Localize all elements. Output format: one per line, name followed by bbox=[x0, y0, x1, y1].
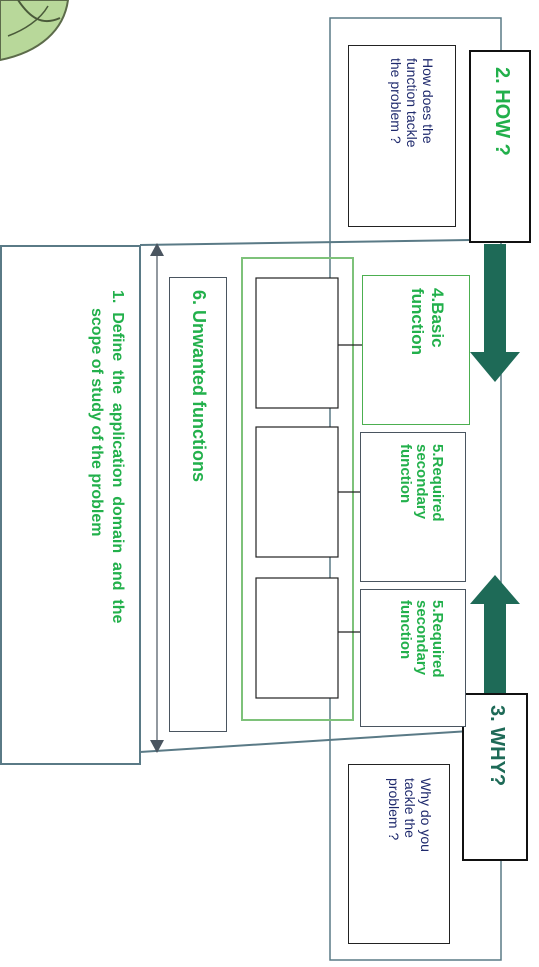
domain-line-2: scope of study of the problem bbox=[88, 308, 105, 537]
secondary-2-line-1: 5.Required bbox=[429, 600, 446, 678]
why-question-line-2: tackle the bbox=[402, 778, 418, 838]
how-question-box bbox=[348, 45, 456, 227]
why-question-line-1: Why do you bbox=[418, 778, 434, 852]
secondary-1-line-2: secondary bbox=[413, 444, 430, 520]
why-question-text: Why do you tackle the problem ? bbox=[386, 778, 434, 852]
secondary-function-text-2: 5.Required secondary function bbox=[397, 600, 446, 678]
domain-bottom-connector bbox=[139, 730, 471, 753]
how-question-line-2: function tackle bbox=[404, 58, 420, 148]
empty-box-3 bbox=[255, 577, 339, 699]
how-label-box bbox=[469, 50, 531, 243]
down-arrow-icon bbox=[470, 244, 520, 382]
basic-function-line-1: 4.Basic bbox=[428, 288, 447, 348]
domain-top-connector bbox=[139, 239, 471, 246]
empty-box-1 bbox=[255, 277, 339, 409]
secondary-1-line-1: 5.Required bbox=[429, 444, 446, 522]
up-arrow-icon bbox=[470, 575, 520, 694]
why-label: 3. WHY? bbox=[486, 705, 508, 787]
how-question-line-1: How does the bbox=[420, 58, 436, 144]
empty-box-2 bbox=[255, 426, 339, 558]
domain-box bbox=[0, 245, 141, 765]
domain-text: 1. Define the application domain and the… bbox=[86, 290, 128, 623]
green-leaf-logo-icon bbox=[0, 0, 70, 62]
secondary-function-text-1: 5.Required secondary function bbox=[397, 444, 446, 522]
basic-function-text: 4.Basic function bbox=[407, 288, 447, 355]
why-label-box bbox=[462, 693, 528, 861]
unwanted-functions-label: 6. Unwanted functions bbox=[189, 290, 209, 483]
how-question-text: How does the function tackle the problem… bbox=[388, 58, 436, 148]
how-question-line-3: the problem ? bbox=[388, 58, 404, 144]
how-label: 2. HOW ? bbox=[491, 67, 513, 156]
dimension-arrowhead-bottom bbox=[150, 740, 164, 753]
secondary-2-line-2: secondary bbox=[413, 600, 430, 676]
basic-function-line-2: function bbox=[408, 288, 427, 356]
secondary-function-box-1 bbox=[360, 432, 466, 582]
unwanted-functions-box bbox=[169, 277, 227, 732]
why-question-box bbox=[348, 764, 450, 944]
function-group-frame bbox=[241, 257, 354, 721]
domain-line-1: 1. Define the application domain and the bbox=[109, 290, 126, 624]
secondary-function-box-2 bbox=[360, 589, 466, 727]
basic-function-box bbox=[362, 275, 470, 425]
secondary-1-line-3: function bbox=[397, 444, 414, 504]
dimension-arrowhead-top bbox=[150, 243, 164, 256]
why-question-line-3: problem ? bbox=[386, 778, 402, 841]
secondary-2-line-3: function bbox=[397, 600, 414, 660]
